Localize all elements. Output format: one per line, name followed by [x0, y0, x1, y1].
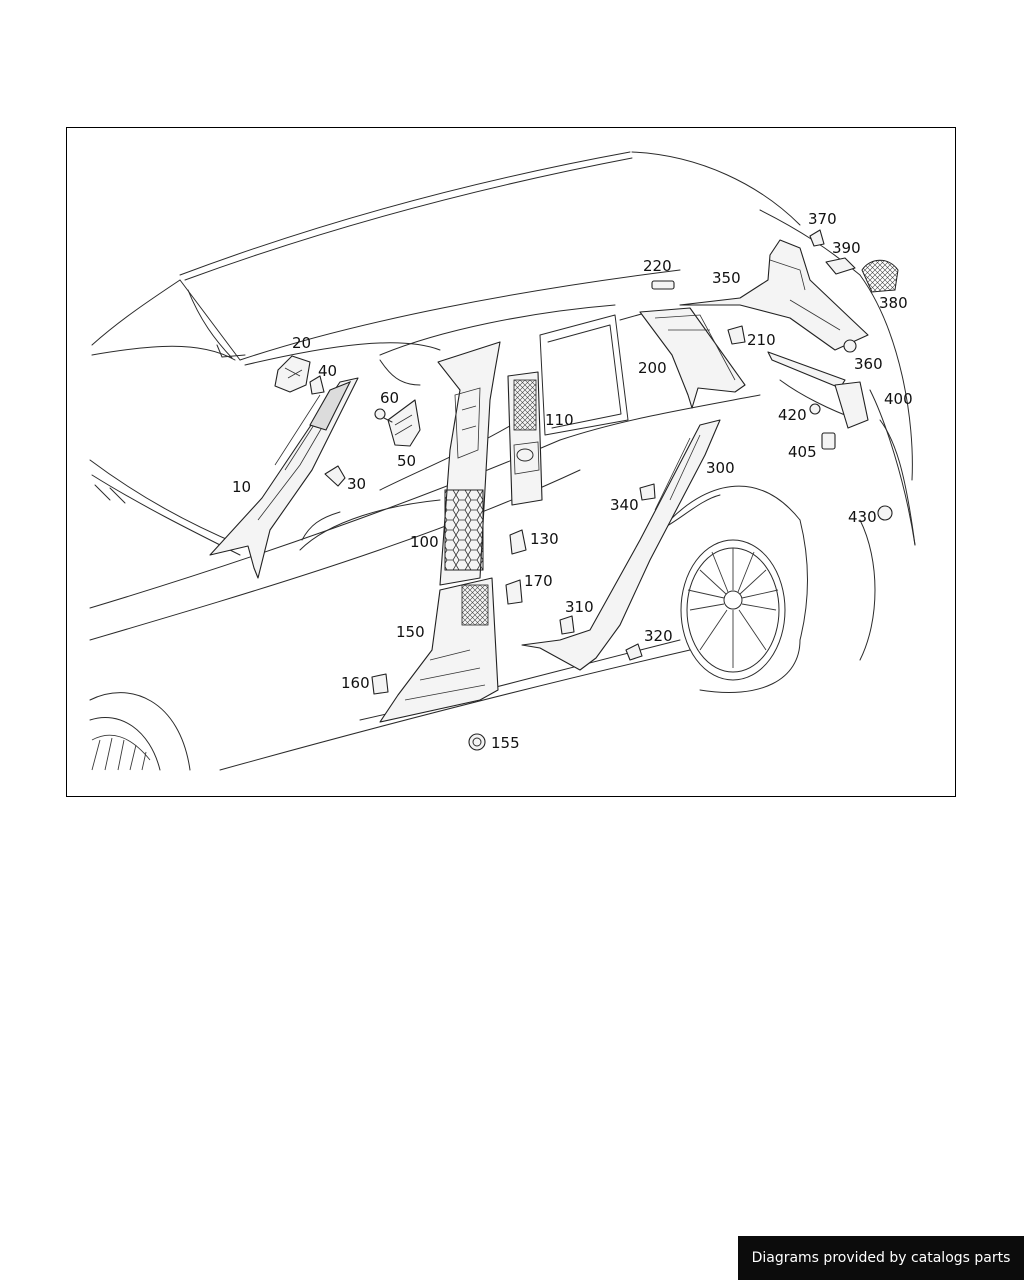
label-310[interactable]: 310	[565, 598, 594, 616]
part-420-screw[interactable]	[809, 403, 821, 415]
label-60[interactable]: 60	[380, 389, 399, 407]
part-300-rear-pillar-lower[interactable]	[521, 419, 721, 671]
part-10-a-pillar-trim[interactable]	[209, 377, 359, 579]
label-320[interactable]: 320	[644, 627, 673, 645]
label-150[interactable]: 150	[396, 623, 425, 641]
part-20-clip[interactable]	[274, 355, 311, 393]
label-10[interactable]: 10	[232, 478, 251, 496]
part-390-lamp[interactable]	[825, 257, 856, 275]
label-360[interactable]: 360	[854, 355, 883, 373]
label-155[interactable]: 155	[491, 734, 520, 752]
label-300[interactable]: 300	[706, 459, 735, 477]
label-100[interactable]: 100	[410, 533, 439, 551]
label-400[interactable]: 400	[884, 390, 913, 408]
label-420[interactable]: 420	[778, 406, 807, 424]
label-200[interactable]: 200	[638, 359, 667, 377]
part-210-clip[interactable]	[727, 325, 746, 345]
part-320-clip[interactable]	[625, 643, 643, 661]
part-100-b-pillar-upper[interactable]	[437, 341, 501, 586]
footer-credit-text: Diagrams provided by catalogs parts	[751, 1250, 1011, 1266]
label-160[interactable]: 160	[341, 674, 370, 692]
part-370-clip[interactable]	[809, 229, 825, 247]
label-110[interactable]: 110	[545, 411, 574, 429]
label-30[interactable]: 30	[347, 475, 366, 493]
part-350-rear-trim[interactable]	[679, 239, 869, 351]
label-210[interactable]: 210	[747, 331, 776, 349]
part-220-cover[interactable]	[651, 280, 675, 290]
part-130-clip[interactable]	[509, 529, 527, 555]
car-outline	[89, 151, 916, 771]
part-200-c-pillar-trim[interactable]	[639, 307, 746, 409]
label-170[interactable]: 170	[524, 572, 553, 590]
part-405-cover[interactable]	[821, 432, 836, 450]
part-360-grommet[interactable]	[843, 339, 857, 353]
label-20[interactable]: 20	[292, 334, 311, 352]
part-50-bracket[interactable]	[387, 399, 421, 447]
label-220[interactable]: 220	[643, 257, 672, 275]
footer-credit-badge: Diagrams provided by catalogs parts	[738, 1236, 1024, 1280]
label-340[interactable]: 340	[610, 496, 639, 514]
part-380-speaker-grille[interactable]	[861, 259, 899, 293]
label-130[interactable]: 130	[530, 530, 559, 548]
part-155-grommet[interactable]	[468, 733, 486, 751]
label-40[interactable]: 40	[318, 362, 337, 380]
part-340-cover[interactable]	[639, 483, 656, 501]
part-310-clip[interactable]	[559, 615, 575, 635]
label-405[interactable]: 405	[788, 443, 817, 461]
part-170-clip[interactable]	[505, 579, 523, 605]
part-30-cover[interactable]	[324, 465, 346, 487]
label-370[interactable]: 370	[808, 210, 837, 228]
label-430[interactable]: 430	[848, 508, 877, 526]
part-160-clip[interactable]	[371, 673, 389, 695]
part-430-grommet[interactable]	[877, 505, 893, 521]
part-150-b-pillar-lower[interactable]	[379, 577, 499, 723]
label-350[interactable]: 350	[712, 269, 741, 287]
part-110-seatbelt-cover[interactable]	[507, 371, 543, 506]
part-40-clip[interactable]	[309, 375, 325, 395]
label-50[interactable]: 50	[397, 452, 416, 470]
label-380[interactable]: 380	[879, 294, 908, 312]
part-400-rail[interactable]	[767, 351, 916, 546]
part-60-screw[interactable]	[374, 408, 393, 423]
label-390[interactable]: 390	[832, 239, 861, 257]
